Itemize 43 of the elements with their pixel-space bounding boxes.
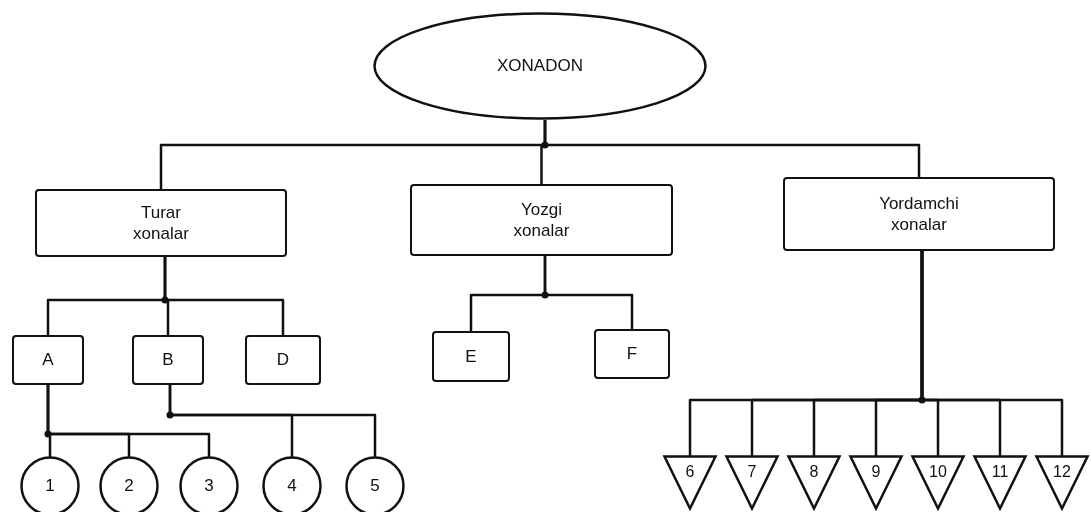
triangle-node <box>911 455 965 510</box>
triangle-node <box>849 455 903 510</box>
connector-line <box>920 251 1064 456</box>
room-box <box>594 329 670 379</box>
node-label: 2 <box>124 475 134 497</box>
node-label: Yozgi xonalar <box>512 198 571 242</box>
node-label: 10 <box>929 461 947 482</box>
node-label: XONADON <box>497 55 583 77</box>
node-label: 7 <box>747 461 757 482</box>
room-box <box>132 335 204 385</box>
node-label: 12 <box>1053 461 1071 482</box>
room-box <box>245 335 321 385</box>
triangle-node <box>725 455 779 510</box>
node-label: 4 <box>287 475 297 497</box>
node-label: Turar xonalar <box>132 201 190 245</box>
ellipse-node <box>373 12 707 120</box>
node-label: B <box>162 349 174 371</box>
node-label: A <box>42 349 54 371</box>
triangle-node <box>1035 455 1089 510</box>
connector-line <box>543 120 921 178</box>
triangle-node <box>663 455 717 510</box>
connector-line <box>46 385 211 457</box>
node-label: 1 <box>45 475 55 497</box>
node-label: 9 <box>871 461 881 482</box>
node-label: 11 <box>991 461 1009 482</box>
connector-line <box>163 257 285 336</box>
node-label: 8 <box>809 461 819 482</box>
node-label: E <box>465 345 477 368</box>
room-box <box>12 335 84 385</box>
room-box <box>783 177 1055 251</box>
triangle-node <box>973 455 1027 510</box>
node-label: F <box>626 343 638 365</box>
node-label: D <box>276 349 290 371</box>
node-label: Yordamchi xonalar <box>878 192 960 236</box>
connector-line <box>543 256 634 330</box>
node-label: 6 <box>685 461 695 482</box>
connector-line <box>168 385 377 457</box>
node-label: 3 <box>204 475 214 497</box>
node-label: 5 <box>370 475 380 497</box>
triangle-node <box>787 455 841 510</box>
room-box <box>432 331 510 382</box>
room-box <box>35 189 287 257</box>
room-box <box>410 184 673 256</box>
